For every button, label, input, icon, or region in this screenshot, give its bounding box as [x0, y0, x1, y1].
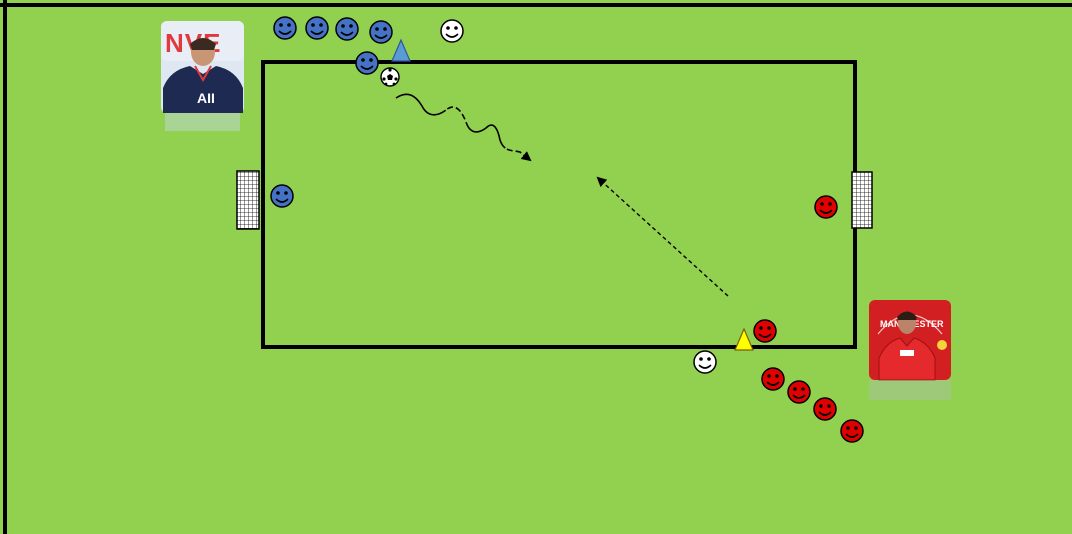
- neutral-player-icon: [441, 20, 463, 42]
- blue-player-icon: [306, 17, 328, 39]
- red-player-icon: [754, 320, 776, 342]
- blue-team-badge: NVE AII: [161, 21, 244, 135]
- red-goalkeeper-icon: [815, 196, 837, 218]
- blue-player-icon: [274, 17, 296, 39]
- neutral-player-icon: [694, 351, 716, 373]
- red-player-icon: [814, 398, 836, 420]
- left-goal: [237, 171, 259, 229]
- goal-icon: [852, 172, 872, 228]
- blue-player-icon: [356, 52, 378, 74]
- blue-player-icon: [336, 18, 358, 40]
- right-goal: [852, 172, 872, 228]
- blue-player-icon: [370, 21, 392, 43]
- red-team-badge: MANCHESTER: [869, 300, 951, 400]
- badge-jersey-text: AII: [197, 90, 215, 106]
- red-player-icon: [841, 420, 863, 442]
- soccer-ball-icon: [381, 68, 399, 86]
- goal-icon: [237, 171, 259, 229]
- blue-goalkeeper-icon: [271, 185, 293, 207]
- red-player-icon: [788, 381, 810, 403]
- red-player-icon: [762, 368, 784, 390]
